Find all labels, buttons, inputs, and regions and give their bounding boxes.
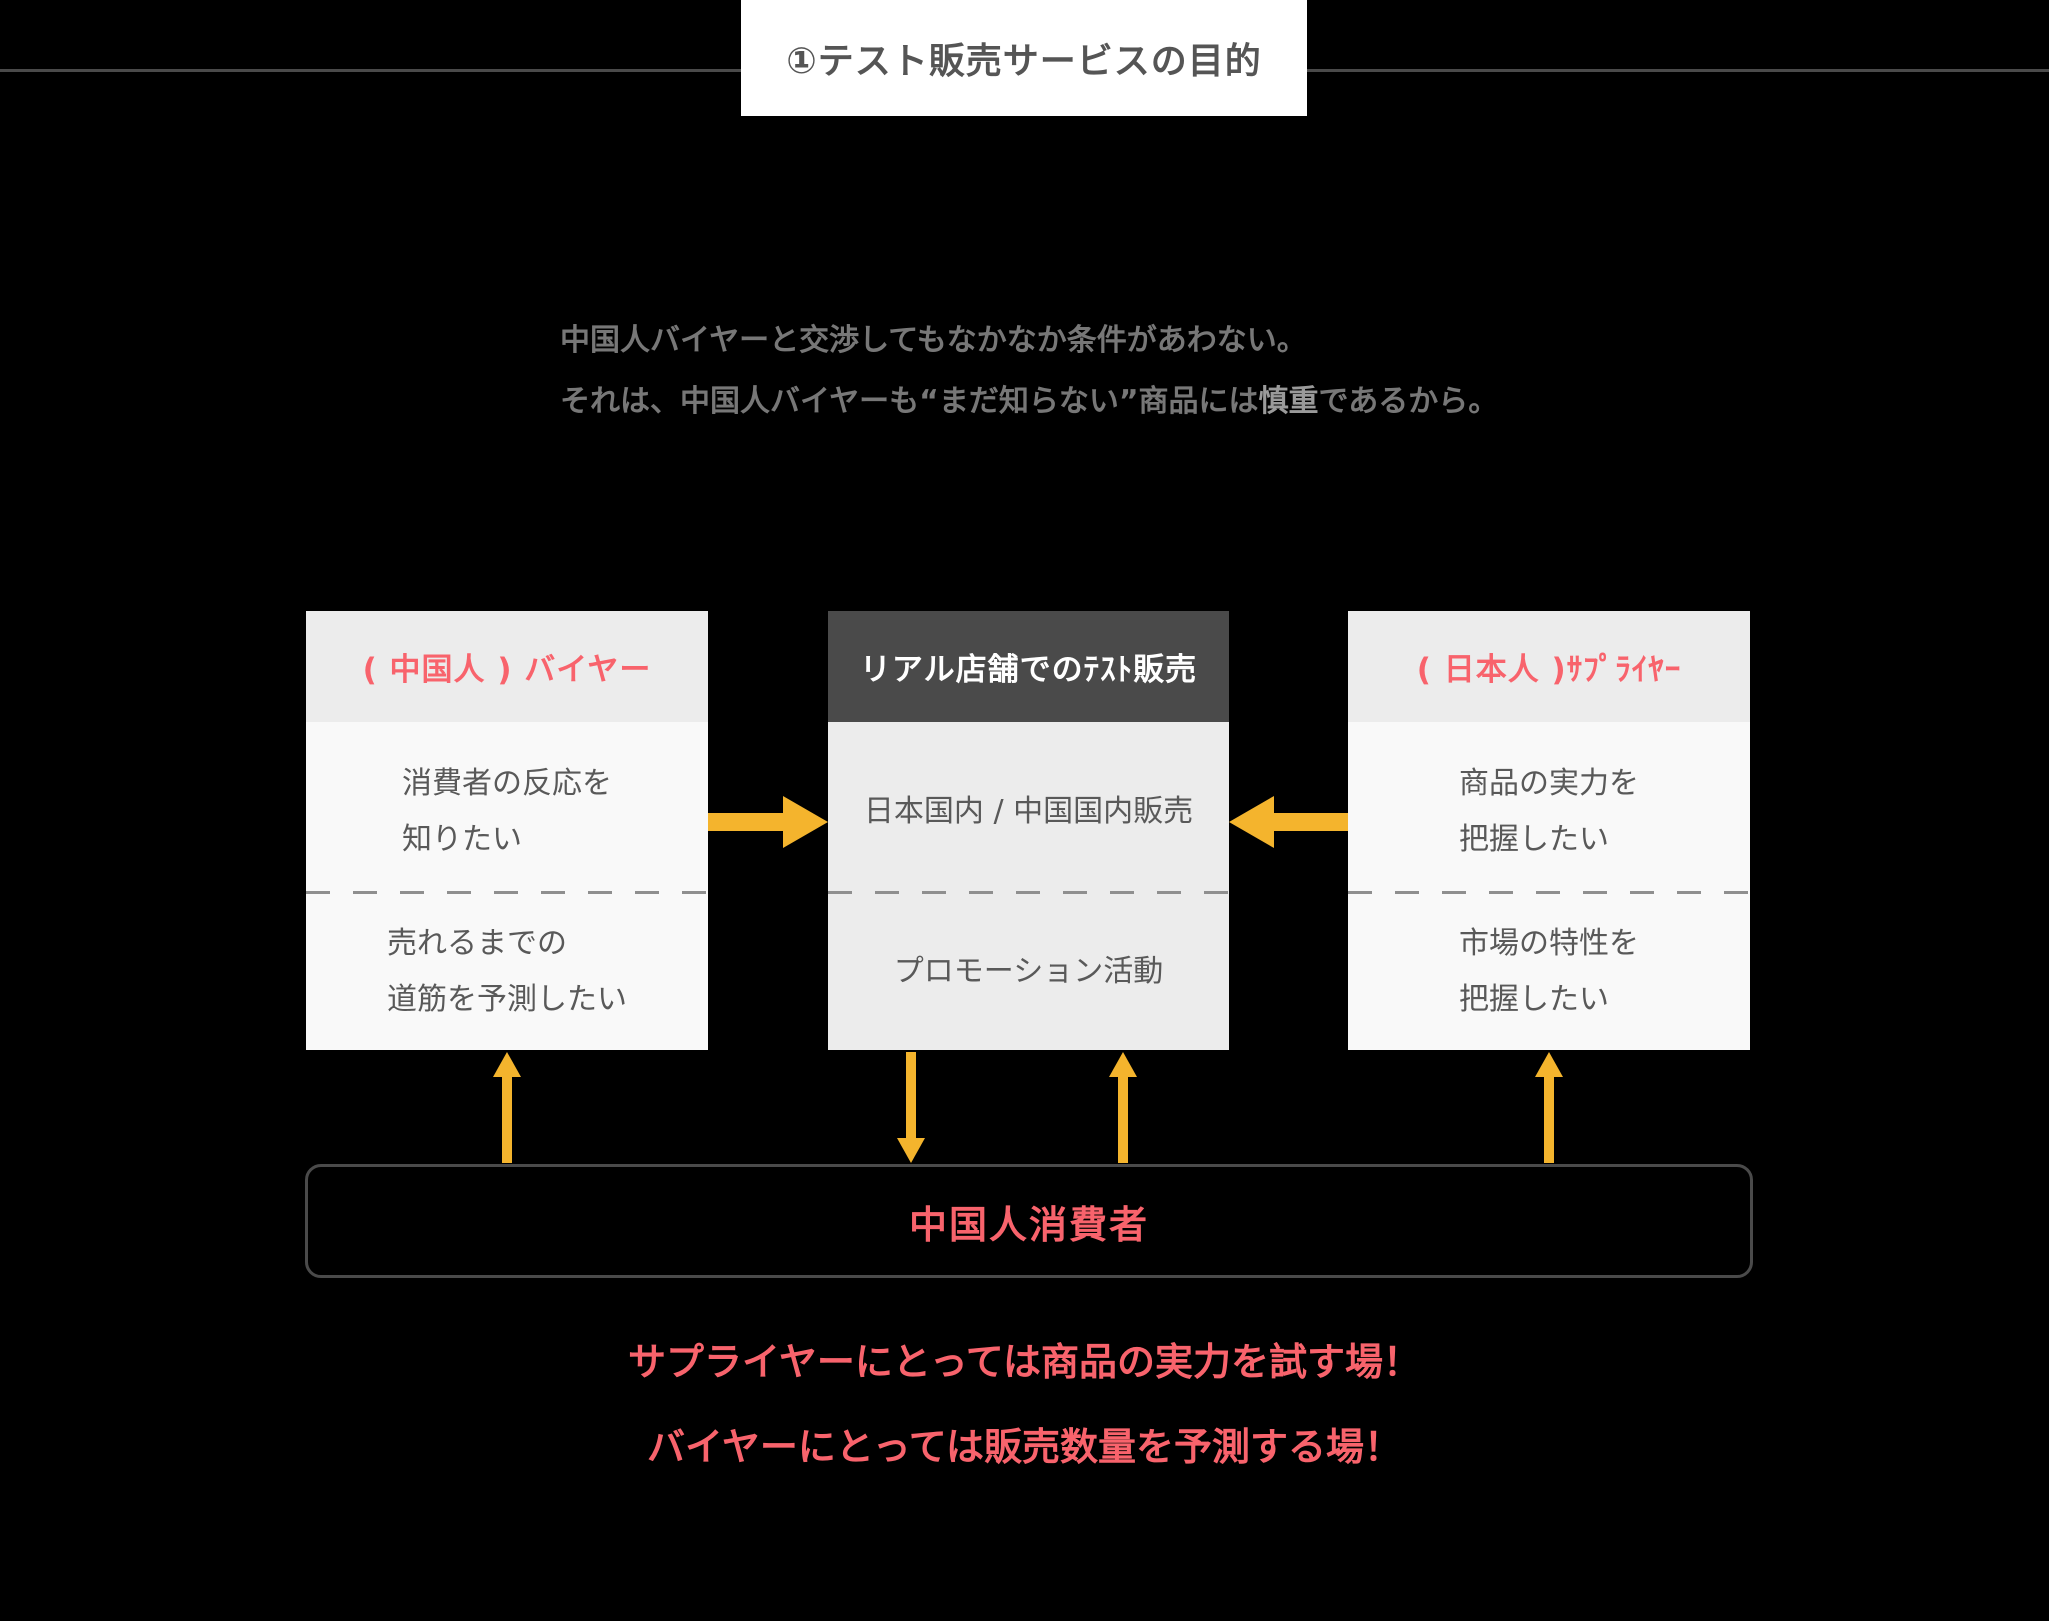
- buyer-panel-header: ( 中国人 ) バイヤー: [306, 611, 708, 722]
- buyer-panel-title: ( 中国人 ) バイヤー: [362, 652, 652, 688]
- buyer-goal-1-line-1: 消費者の反応を: [402, 765, 612, 801]
- title-box: ①テスト販売サービスの目的: [741, 0, 1307, 116]
- supplier-panel-body: 商品の実力を 把握したい 市場の特性を 把握したい: [1348, 722, 1750, 1050]
- supplier-panel-header: ( 日本人 )ｻﾌﾟﾗｲﾔｰ: [1348, 611, 1750, 722]
- supplier-goal-1-line-1: 商品の実力を: [1459, 765, 1639, 801]
- intro-line-2-emphasis: 慎重: [1258, 384, 1319, 419]
- arrow-right-icon: [708, 796, 828, 848]
- intro-line-2-pre: それは、中国人バイヤーも“まだ知らない”商品には: [560, 384, 1259, 419]
- supplier-panel: ( 日本人 )ｻﾌﾟﾗｲﾔｰ 商品の実力を 把握したい 市場の特性を 把握したい: [1348, 611, 1750, 1050]
- supplier-goal-1: 商品の実力を 把握したい: [1348, 722, 1750, 891]
- intro-paragraph: 中国人バイヤーと交渉してもなかなか条件があわない。 それは、中国人バイヤーも“ま…: [560, 310, 1498, 432]
- supplier-goal-1-line-2: 把握したい: [1459, 821, 1609, 857]
- arrow-left-icon: [1229, 796, 1348, 848]
- intro-line-2: それは、中国人バイヤーも“まだ知らない”商品には慎重であるから。: [560, 371, 1498, 432]
- arrow-down-icon: [897, 1052, 925, 1163]
- supplier-goal-2: 市場の特性を 把握したい: [1348, 894, 1750, 1050]
- buyer-goal-2-line-1: 売れるまでの: [387, 926, 567, 961]
- arrow-up-icon: [1535, 1052, 1563, 1163]
- buyer-goal-1: 消費者の反応を 知りたい: [306, 722, 708, 891]
- dashed-divider: [306, 891, 708, 894]
- supplier-panel-title: ( 日本人 )ｻﾌﾟﾗｲﾔｰ: [1416, 652, 1682, 688]
- supplier-goal-2-line-1: 市場の特性を: [1459, 926, 1639, 961]
- test-sale-panel-header: リアル店舗でのﾃｽﾄ販売: [828, 611, 1229, 722]
- intro-line-2-post: であるから。: [1318, 384, 1499, 419]
- dashed-divider: [828, 891, 1229, 894]
- test-sale-panel-body: 日本国内 / 中国国内販売 プロモーション活動: [828, 722, 1229, 1050]
- arrow-up-icon: [493, 1052, 521, 1163]
- conclusion-text: サプライヤーにとっては商品の実力を試す場！ バイヤーにとっては販売数量を予測する…: [0, 1338, 2049, 1471]
- consumer-box-label: 中国人消費者: [908, 1202, 1149, 1247]
- buyer-goal-2: 売れるまでの 道筋を予測したい: [306, 894, 708, 1050]
- supplier-goal-2-line-2: 把握したい: [1459, 982, 1609, 1017]
- test-sale-activity-1: 日本国内 / 中国国内販売: [828, 722, 1229, 891]
- test-sale-activity-1-text: 日本国内 / 中国国内販売: [863, 793, 1194, 829]
- buyer-panel-body: 消費者の反応を 知りたい 売れるまでの 道筋を予測したい: [306, 722, 708, 1050]
- test-sale-panel-title: リアル店舗でのﾃｽﾄ販売: [859, 652, 1198, 688]
- buyer-panel: ( 中国人 ) バイヤー 消費者の反応を 知りたい 売れるまでの 道筋を予測した…: [306, 611, 708, 1050]
- test-sale-activity-2-text: プロモーション活動: [893, 954, 1164, 989]
- test-sale-panel: リアル店舗でのﾃｽﾄ販売 日本国内 / 中国国内販売 プロモーション活動: [828, 611, 1229, 1050]
- buyer-goal-1-line-2: 知りたい: [402, 821, 522, 857]
- dashed-divider: [1348, 891, 1750, 894]
- buyer-goal-2-line-2: 道筋を予測したい: [387, 982, 627, 1017]
- consumer-box: 中国人消費者: [305, 1164, 1753, 1278]
- conclusion-line-1: サプライヤーにとっては商品の実力を試す場！: [627, 1340, 1422, 1384]
- arrow-up-icon: [1109, 1052, 1137, 1163]
- page-title: ①テスト販売サービスの目的: [786, 41, 1262, 82]
- intro-line-1: 中国人バイヤーと交渉してもなかなか条件があわない。: [560, 323, 1307, 358]
- conclusion-line-2: バイヤーにとっては販売数量を予測する場！: [646, 1425, 1403, 1469]
- test-sale-activity-2: プロモーション活動: [828, 894, 1229, 1050]
